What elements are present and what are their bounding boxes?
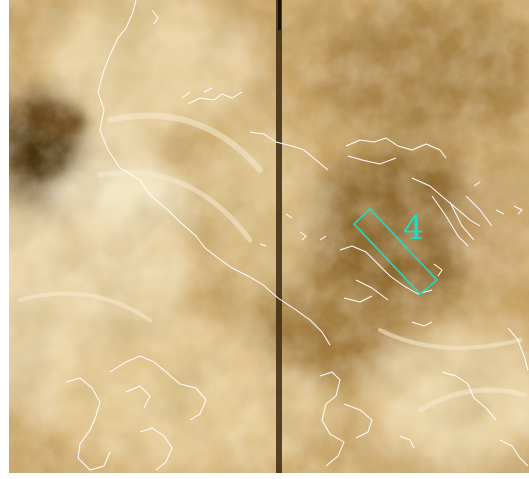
region-box	[352, 207, 439, 296]
region-box-label: 4	[403, 208, 424, 247]
instrument-stripe-core	[278, 0, 281, 30]
instrument-stripe	[276, 0, 282, 473]
magnetic-contours	[65, 0, 529, 471]
texture-dark	[9, 0, 529, 473]
coronal-loops	[18, 112, 528, 413]
